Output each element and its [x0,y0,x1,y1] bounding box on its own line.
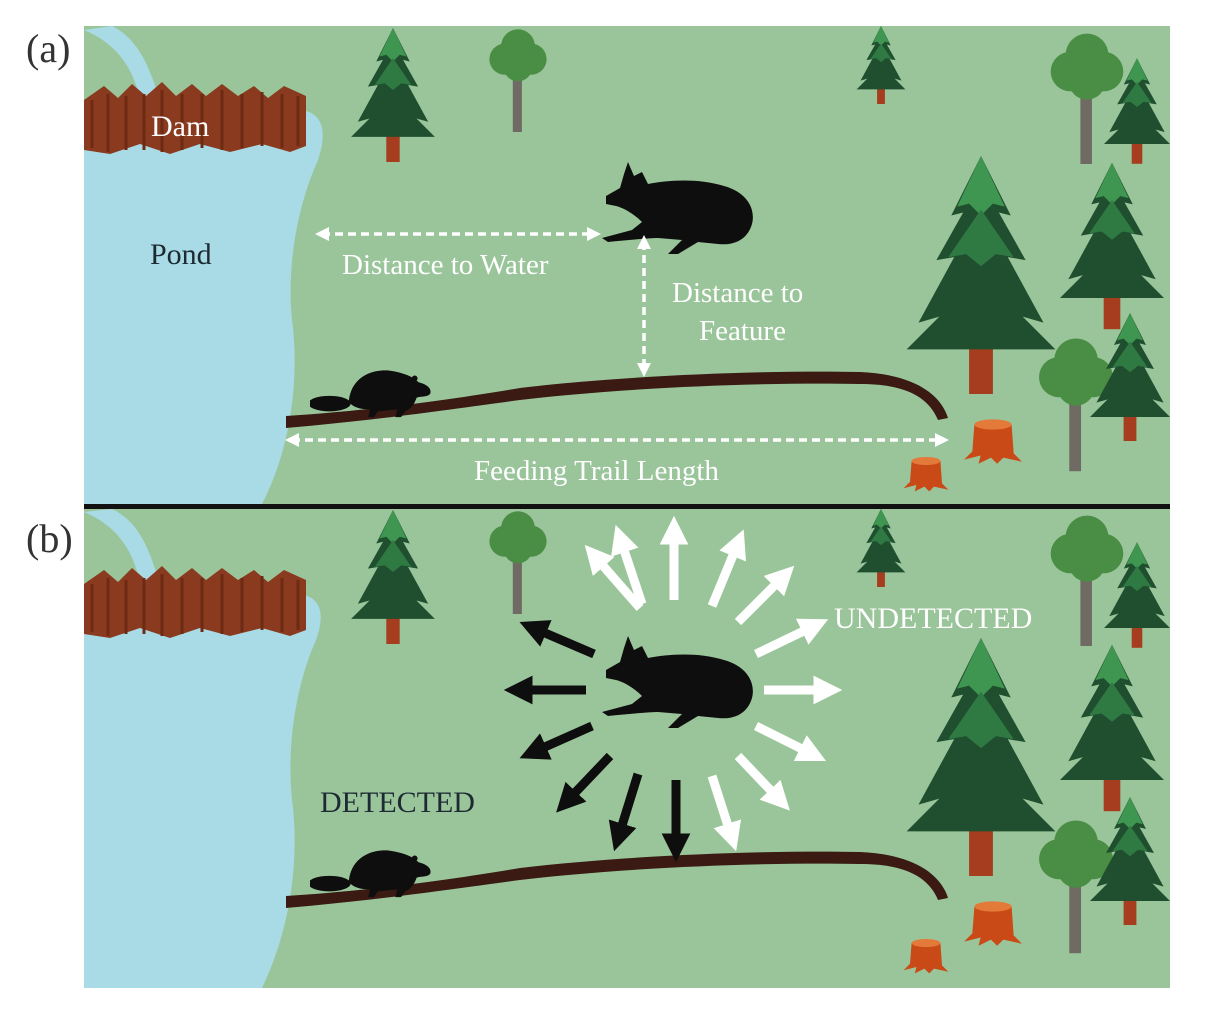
undetected-label: UNDETECTED [834,602,1032,635]
panel-divider [84,504,1170,509]
undetected-arrow [611,524,647,606]
detected-arrow [556,752,614,813]
undetected-arrow [754,618,829,659]
distance-to-water-label: Distance to Water [342,249,549,281]
panel-a-letter: (a) [26,26,70,71]
panel-b-dam [84,566,306,638]
undetected-arrow [734,565,795,626]
feeding-trail-length-label: Feeding Trail Length [474,455,719,487]
panel-b-stream [84,509,160,584]
panel-a: (a) Dam Pond Distance to Water Distance … [26,26,1170,504]
detection-arrows [503,515,843,863]
distance-to-feature-label-line2: Feature [699,315,786,347]
detected-label: DETECTED [320,786,475,819]
panel-a-dam [84,82,306,154]
undetected-arrow [753,721,827,762]
undetected-arrow [734,752,790,811]
dam-label: Dam [151,110,209,143]
detected-arrow [519,620,596,659]
pond-label: Pond [150,238,212,271]
panel-b-letter: (b) [26,516,73,561]
undetected-arrow [707,529,747,608]
detected-arrow [519,721,594,760]
panel-a-stream [84,26,160,100]
detected-arrow [608,772,643,852]
distance-to-feature-label-line1: Distance to [672,277,803,309]
panel-b: (b) DETECTED UNDETECTED [26,509,1170,988]
undetected-arrow [707,774,742,852]
panel-b-feeding-trail [286,851,948,908]
panel-a-feeding-trail [286,371,948,428]
undetected-arrow [584,544,644,611]
